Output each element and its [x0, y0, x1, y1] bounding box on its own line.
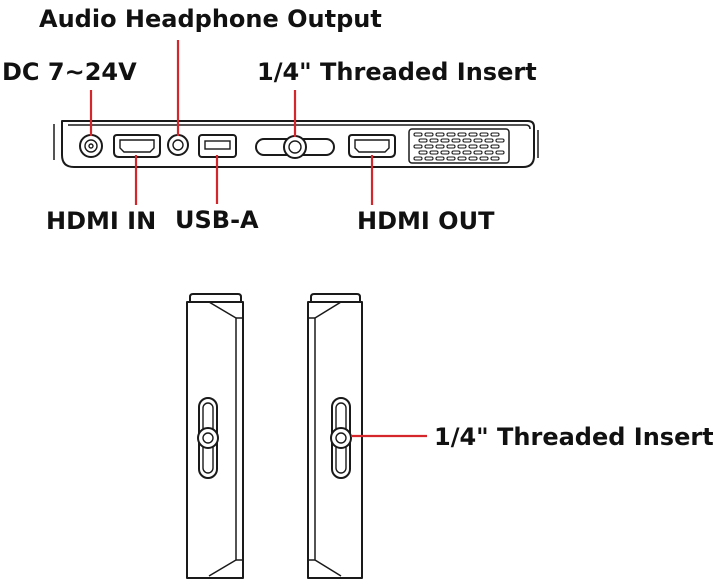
audio-headphone-label: Audio Headphone Output	[39, 5, 382, 33]
vent-frame	[408, 128, 510, 164]
left-side-top-cap	[189, 293, 242, 302]
usb-a-label: USB-A	[175, 206, 259, 234]
dc-power-label: DC 7~24V	[2, 58, 137, 86]
monitor-left-side-view	[186, 293, 244, 579]
threaded-insert-top-label: 1/4" Threaded Insert	[257, 58, 537, 86]
dc-power-port	[79, 134, 103, 158]
left-side-threaded-insert-hole	[202, 432, 214, 444]
right-side-top-cap	[310, 293, 361, 302]
vent-slots	[413, 132, 505, 161]
threaded-insert-bottom	[255, 135, 335, 159]
right-side-bevel	[314, 301, 342, 577]
monitor-body-outline	[61, 120, 535, 168]
left-side-body	[186, 301, 244, 579]
hdmi-in-label: HDMI IN	[46, 207, 156, 235]
right-side-threaded-insert-hole	[335, 432, 347, 444]
vent-grille	[408, 128, 510, 164]
monitor-edge-view	[53, 120, 539, 168]
top-callouts	[89, 40, 374, 205]
monitor-right-side-view	[307, 293, 363, 579]
monitor-body-bevel	[68, 124, 531, 130]
right-side-threaded-insert	[330, 427, 352, 449]
left-side-threaded-insert	[197, 427, 219, 449]
hdmi-in-port	[113, 134, 161, 158]
hdmi-out-port	[348, 134, 396, 158]
left-side-bevel	[208, 301, 237, 577]
audio-headphone-port	[167, 134, 189, 156]
usb-a-port	[198, 134, 237, 158]
threaded-insert-side-label: 1/4" Threaded Insert	[434, 423, 713, 451]
right-side-body	[307, 301, 363, 579]
hdmi-out-label: HDMI OUT	[357, 207, 495, 235]
